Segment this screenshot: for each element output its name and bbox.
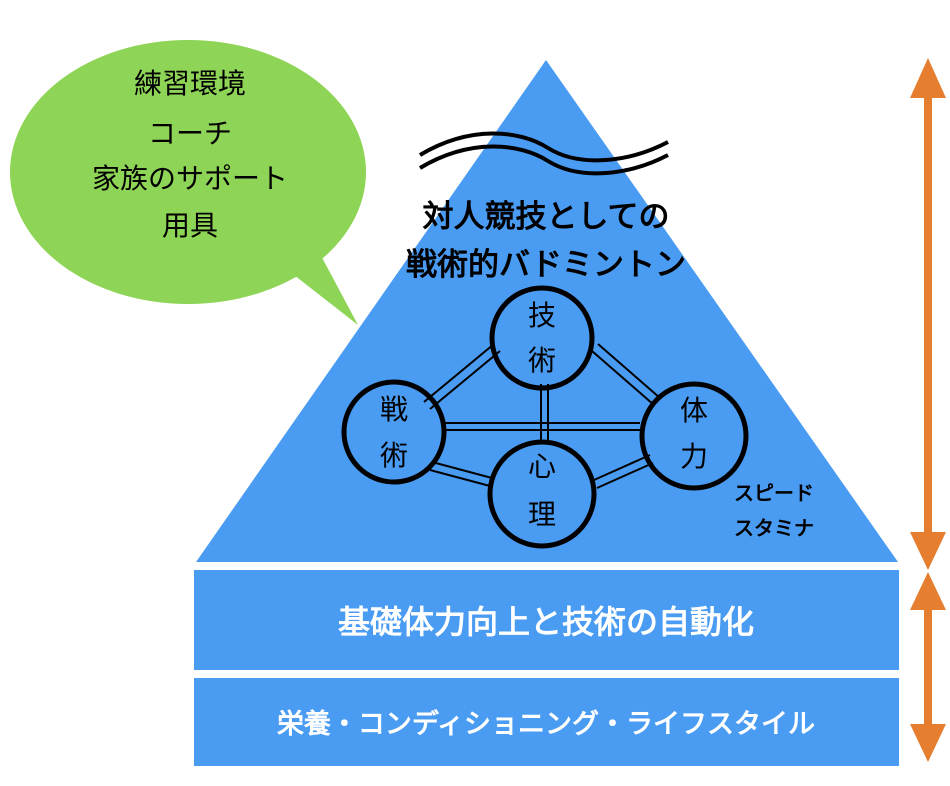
peak-title-line-1: 対人競技としての: [422, 199, 669, 235]
peak-title-line-2: 戦術的バドミントン: [406, 247, 686, 283]
bubble-line-4: 用具: [162, 209, 218, 242]
middle-band-label: 基礎体力向上と技術の自動化: [338, 603, 754, 641]
upper-double-arrow: [910, 58, 946, 570]
node-technique-char2: 術: [528, 344, 556, 377]
physical-note-line-1: スピード: [734, 481, 814, 505]
connector-lines: [423, 343, 661, 489]
node-physical-char1: 体: [680, 394, 708, 427]
node-physical-circle: [639, 381, 749, 491]
node-physical-char2: 力: [680, 440, 708, 473]
physical-note-line-2: スタミナ: [734, 516, 814, 540]
pyramid-triangle: [196, 60, 898, 562]
lower-double-arrow: [910, 572, 946, 762]
bubble-line-1: 練習環境: [134, 67, 246, 100]
node-tactics-circle: [341, 379, 447, 485]
bottom-band-label: 栄養・コンディショニング・ライフスタイル: [276, 708, 815, 740]
bottom-band: [194, 678, 899, 766]
bubble-line-3: 家族のサポート: [92, 162, 288, 195]
node-mental-char1: 心: [528, 450, 556, 483]
node-mental-circle: [487, 439, 597, 549]
node-mental-char2: 理: [528, 498, 556, 531]
node-technique-circle: [489, 285, 595, 391]
speech-bubble: [10, 40, 366, 325]
node-tactics-char1: 戦: [380, 393, 408, 426]
node-technique-char1: 技: [528, 299, 556, 332]
bubble-line-2: コーチ: [148, 117, 232, 150]
middle-band: [194, 570, 899, 670]
node-tactics-char2: 術: [380, 439, 408, 472]
wave-lines: [418, 131, 669, 176]
